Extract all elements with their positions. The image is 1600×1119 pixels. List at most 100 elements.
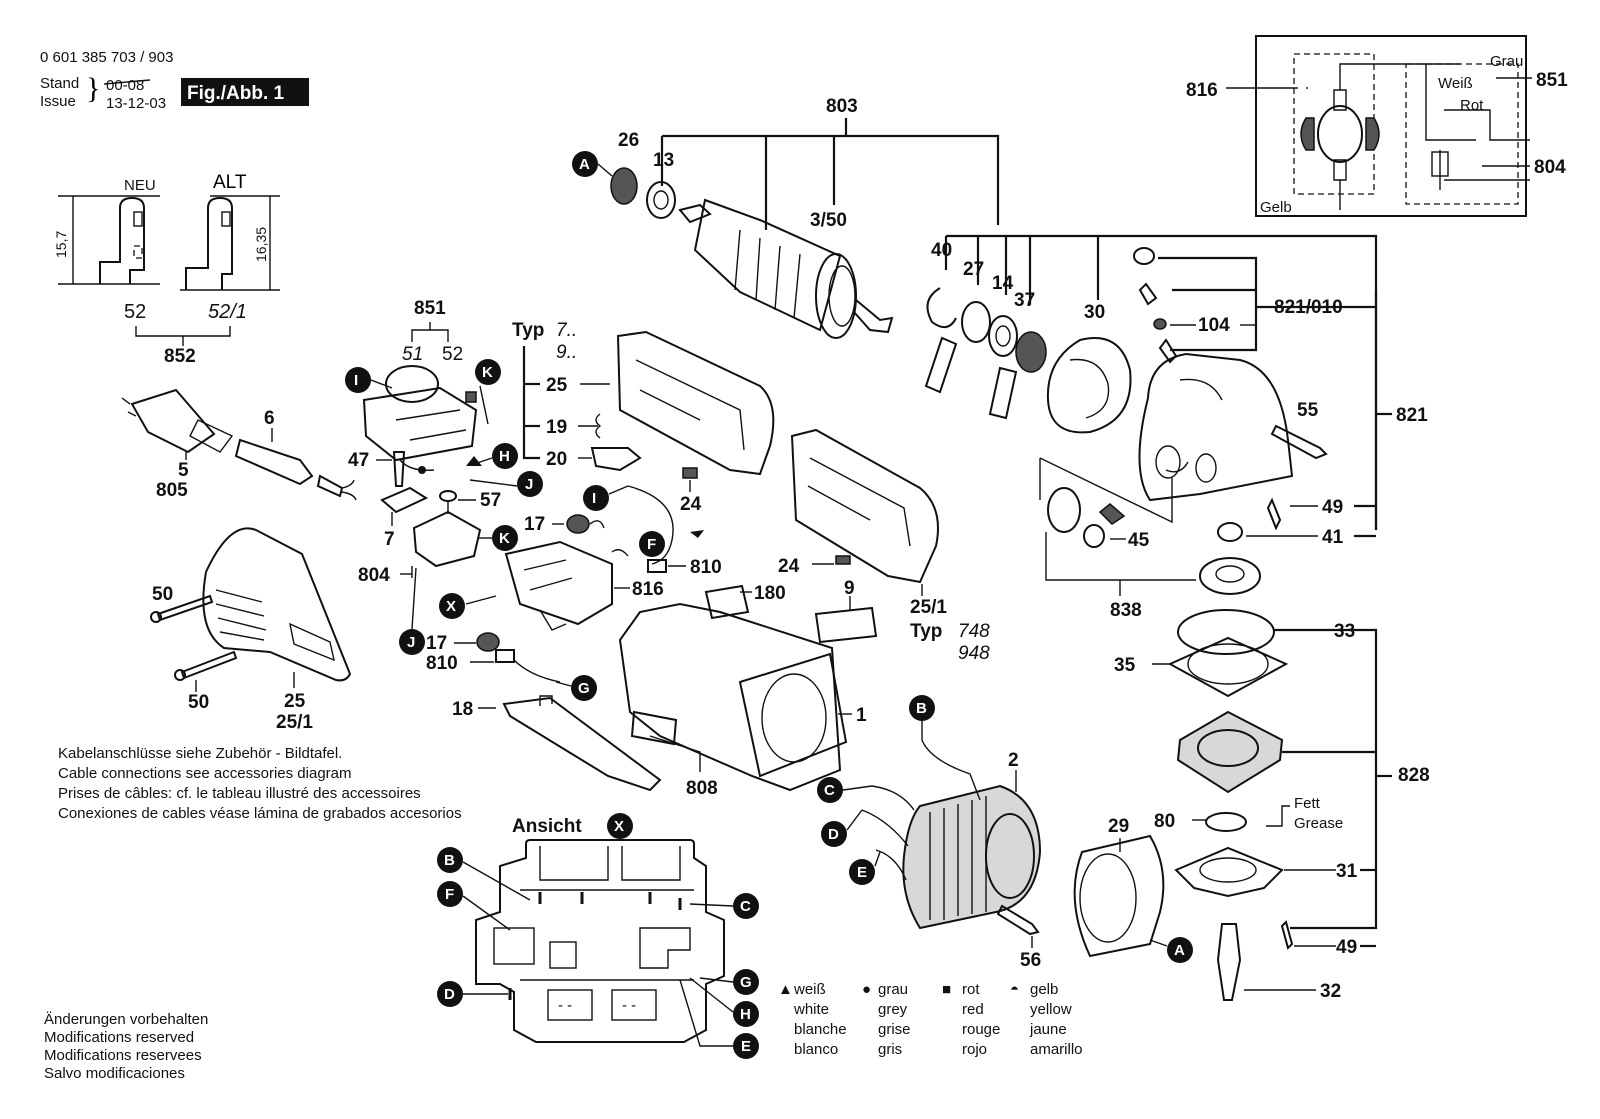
legend-white-en: white — [793, 1001, 829, 1018]
label-45: 45 — [1128, 530, 1150, 551]
label-37: 37 — [1014, 290, 1035, 311]
label-30: 30 — [1084, 302, 1105, 323]
guard-25 — [202, 527, 352, 682]
gasket-35 — [1167, 636, 1289, 698]
schematic-label-816: 816 — [1186, 80, 1218, 101]
sleeve-a — [924, 336, 958, 394]
footer-en: Modifications reserved — [44, 1029, 194, 1046]
typ-label-a: Typ — [512, 320, 544, 341]
label-56: 56 — [1020, 950, 1041, 971]
label-plate-180 — [704, 584, 750, 620]
svg-text:C: C — [740, 898, 751, 915]
marker-k-suppressor — [492, 525, 518, 551]
label-17-top: 17 — [524, 514, 545, 535]
svg-text:K: K — [499, 530, 510, 547]
label-41: 41 — [1322, 527, 1344, 548]
armature-body — [693, 198, 842, 332]
view-marker-x — [607, 813, 633, 839]
label-804: 804 — [358, 565, 390, 586]
bearing-flange — [1176, 710, 1284, 794]
label-7: 7 — [384, 529, 395, 550]
marker-i-brush — [583, 485, 609, 511]
legend-red-fr: rouge — [962, 1021, 1000, 1038]
spindle-32 — [1216, 923, 1242, 1001]
label-17-bottom: 17 — [426, 633, 447, 654]
marker-g-brush — [571, 675, 597, 701]
cover-strip-18 — [502, 696, 662, 792]
issue-date: 13-12-03 — [106, 95, 166, 112]
stator-housing-group: 1 180 9 808 18 — [452, 578, 878, 799]
cable-note-en: Cable connections see accessories diagra… — [58, 765, 352, 782]
legend-grey-fr: grise — [878, 1021, 911, 1038]
brace: } — [86, 72, 100, 105]
label-104: 104 — [1198, 315, 1230, 336]
brush-holder-816 — [504, 540, 613, 626]
svg-text:J: J — [525, 476, 533, 493]
marker-f-brush — [639, 531, 665, 557]
svg-text:H: H — [740, 1006, 751, 1023]
label-25-housing: 25 — [546, 375, 568, 396]
letter-markers: I K H J K X J I F G B C D E — [345, 359, 1193, 963]
label-816: 816 — [632, 579, 664, 600]
cable-sleeve-6 — [234, 438, 314, 486]
label-5: 5 — [178, 460, 189, 481]
legend-white-es: blanco — [794, 1041, 838, 1058]
legend-grey-en: grey — [878, 1001, 908, 1018]
label-838: 838 — [1110, 600, 1142, 621]
label-33: 33 — [1334, 621, 1355, 642]
bearing-14 — [988, 315, 1018, 357]
screw-55 — [1270, 424, 1328, 460]
o-ring-33 — [1177, 609, 1275, 655]
strike-line — [103, 79, 151, 85]
label-52-1: 52/1 — [208, 301, 247, 323]
cable-note-fr: Prises de câbles: cf. le tableau illustr… — [58, 785, 421, 802]
legend-yellow-de: gelb — [1030, 981, 1058, 998]
footer-es: Salvo modificaciones — [44, 1065, 185, 1082]
brush-810-top — [647, 559, 667, 573]
legend-yellow-en: yellow — [1030, 1001, 1072, 1018]
svg-text:I: I — [354, 372, 358, 389]
label-57: 57 — [480, 490, 501, 511]
alt-label: ALT — [213, 172, 247, 193]
part-number: 0 601 385 703 / 903 — [40, 49, 173, 66]
label-25-1-guard: 25/1 — [276, 712, 313, 733]
screw-50-bottom — [180, 650, 238, 680]
washer-80 — [1205, 812, 1247, 832]
clamp-7 — [380, 486, 429, 514]
neu-label: NEU — [124, 177, 156, 194]
marker-a-top — [572, 151, 598, 177]
label-49-bottom: 49 — [1336, 937, 1357, 958]
label-9: 9 — [844, 578, 855, 599]
label-24-top: 24 — [680, 494, 702, 515]
marker-j-suppressor — [399, 629, 425, 655]
label-25-guard: 25 — [284, 691, 306, 712]
label-52-switch: 52 — [442, 344, 463, 365]
label-31: 31 — [1336, 861, 1358, 882]
label-810-bottom: 810 — [426, 653, 458, 674]
svg-text:G: G — [578, 680, 590, 697]
label-50-top: 50 — [152, 584, 173, 605]
label-851: 851 — [414, 298, 446, 319]
brush-810-bottom — [495, 649, 515, 663]
switch-module — [362, 386, 478, 462]
view-marker-d — [437, 981, 463, 1007]
view-marker-b — [437, 847, 463, 873]
label-828: 828 — [1398, 765, 1430, 786]
label-805: 805 — [156, 480, 188, 501]
marker-i-switch — [345, 367, 371, 393]
detail-52: NEU ALT 15,7 16,35 52 52/1 852 — [53, 172, 280, 367]
issue-label: Issue — [40, 93, 76, 110]
speed-wheel — [385, 365, 439, 403]
svg-text:D: D — [828, 826, 839, 843]
ring-27 — [961, 301, 991, 343]
svg-text:F: F — [445, 886, 454, 903]
legend-grey-de: grau — [878, 981, 908, 998]
label-25-1-housing: 25/1 — [910, 597, 947, 618]
flange-group: 33 35 828 80 Fett Grease 31 49 32 — [1114, 609, 1430, 1002]
pinion — [1047, 487, 1081, 533]
view-mark-right: - - — [622, 997, 636, 1014]
view-marker-c — [733, 893, 759, 919]
switch-group: 851 51 52 — [362, 298, 489, 474]
stator-group: 2 29 56 — [861, 720, 1165, 971]
armature-fan — [815, 253, 857, 339]
